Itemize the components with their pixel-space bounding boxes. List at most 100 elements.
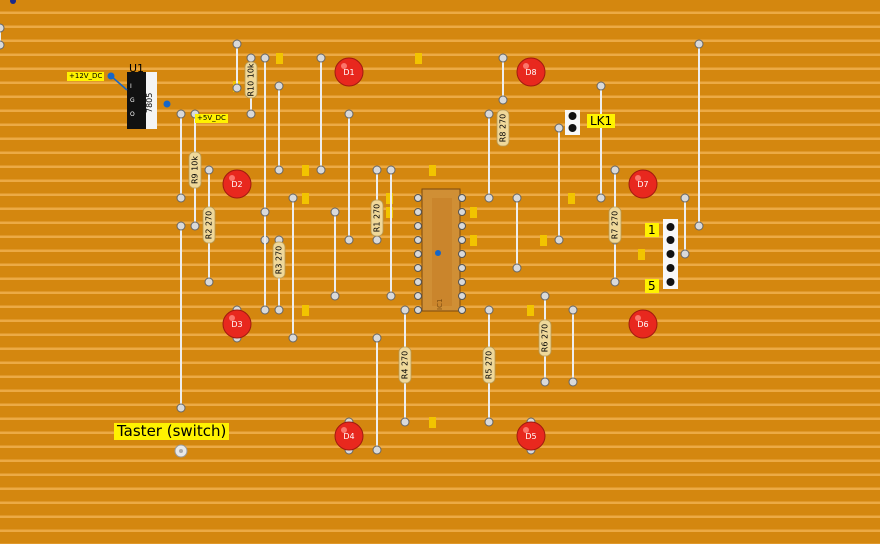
power-input-label: +12V_DC xyxy=(67,72,105,81)
push-switch[interactable] xyxy=(174,444,188,458)
ic-pin xyxy=(458,250,466,258)
solder-pad xyxy=(204,277,214,287)
regulator-ref-label: U1 xyxy=(129,62,145,75)
led-d2[interactable]: D2 xyxy=(222,169,252,199)
solder-pad xyxy=(260,305,270,315)
led-d5[interactable]: D5 xyxy=(516,421,546,451)
solder-pad xyxy=(554,123,564,133)
led-label: D3 xyxy=(231,320,242,329)
solder-pad xyxy=(512,193,522,203)
resistor-r8[interactable]: R8 270 xyxy=(496,109,510,147)
resistor-label: R4 270 xyxy=(401,351,410,379)
solder-pad xyxy=(344,235,354,245)
switch-label: Taster (switch) xyxy=(114,423,230,440)
link-ref-label: LK1 xyxy=(587,114,616,128)
led-label: D5 xyxy=(525,432,536,441)
voltage-regulator[interactable] xyxy=(107,72,171,129)
solder-pad xyxy=(190,221,200,231)
solder-pad xyxy=(484,193,494,203)
solder-pad xyxy=(568,305,578,315)
solder-pad xyxy=(540,291,550,301)
solder-pad xyxy=(372,165,382,175)
solder-pad xyxy=(246,109,256,119)
ic-pin xyxy=(458,208,466,216)
solder-pad xyxy=(484,109,494,119)
resistor-r4[interactable]: R4 270 xyxy=(398,346,412,384)
origin-marker xyxy=(10,0,16,4)
solder-pad xyxy=(330,291,340,301)
ic-socket[interactable] xyxy=(414,188,466,314)
solder-pad xyxy=(0,40,5,50)
solder-pad xyxy=(176,403,186,413)
resistor-r2[interactable]: R2 270 xyxy=(202,206,216,244)
resistor-label: R5 270 xyxy=(485,351,494,379)
led-d1[interactable]: D1 xyxy=(334,57,364,87)
solder-pad xyxy=(610,165,620,175)
solder-pad xyxy=(274,165,284,175)
led-d4[interactable]: D4 xyxy=(334,421,364,451)
solder-pad xyxy=(596,81,606,91)
resistor-r5[interactable]: R5 270 xyxy=(482,346,496,384)
led-d6[interactable]: D6 xyxy=(628,309,658,339)
resistor-r9[interactable]: R9 10k xyxy=(188,151,202,189)
solder-pad xyxy=(540,377,550,387)
solder-pad xyxy=(316,53,326,63)
regulator-pin-in: I xyxy=(130,83,132,90)
led-highlight xyxy=(341,427,347,433)
solder-pad xyxy=(694,39,704,49)
led-d8[interactable]: D8 xyxy=(516,57,546,87)
solder-pad xyxy=(554,235,564,245)
link-header[interactable] xyxy=(565,110,580,135)
led-d3[interactable]: D3 xyxy=(222,309,252,339)
power-output-label: +5V_DC xyxy=(195,114,228,123)
solder-pad xyxy=(372,333,382,343)
ic-pin xyxy=(458,236,466,244)
resistor-r6[interactable]: R6 270 xyxy=(538,319,552,357)
wire-links xyxy=(0,23,704,455)
header-pin-first-label: 1 xyxy=(645,223,659,237)
resistor-body xyxy=(370,199,384,237)
solder-pad xyxy=(176,193,186,203)
ic-pin xyxy=(458,194,466,202)
solder-pad xyxy=(176,221,186,231)
solder-pad xyxy=(498,53,508,63)
resistor-body xyxy=(608,206,622,244)
resistor-label: R2 270 xyxy=(205,211,214,239)
resistor-r10[interactable]: R10 10k xyxy=(244,61,258,99)
led-highlight xyxy=(229,175,235,181)
led-d7[interactable]: D7 xyxy=(628,169,658,199)
resistor-r3[interactable]: R3 270 xyxy=(272,241,286,279)
solder-pad xyxy=(400,417,410,427)
resistor-r7[interactable]: R7 270 xyxy=(608,206,622,244)
ic-pin xyxy=(414,194,422,202)
solder-pad xyxy=(288,193,298,203)
resistor-body xyxy=(188,151,202,189)
solder-pad xyxy=(596,193,606,203)
resistor-body xyxy=(496,109,510,147)
led-label: D8 xyxy=(525,68,536,77)
resistor-label: R3 270 xyxy=(275,246,284,274)
solder-pad xyxy=(498,95,508,105)
led-highlight xyxy=(635,315,641,321)
solder-pad xyxy=(568,377,578,387)
led-label: D2 xyxy=(231,180,242,189)
solder-pad xyxy=(330,207,340,217)
solder-pad xyxy=(0,23,5,33)
ic-pin xyxy=(414,236,422,244)
regulator-pin-out: O xyxy=(130,111,135,118)
resistors: R1 270 R2 270 R3 270 R4 270 R5 270 R6 270 R7 2… xyxy=(188,61,622,384)
led-label: D7 xyxy=(637,180,648,189)
solder-pad xyxy=(274,305,284,315)
ic-pin xyxy=(414,222,422,230)
led-label: D1 xyxy=(343,68,354,77)
solder-pad xyxy=(372,445,382,455)
solder-pad xyxy=(372,235,382,245)
solder-pad xyxy=(260,207,270,217)
pin-header[interactable] xyxy=(663,219,678,289)
resistor-body xyxy=(538,319,552,357)
resistor-r1[interactable]: R1 270 xyxy=(370,199,384,237)
solder-pad xyxy=(694,221,704,231)
led-highlight xyxy=(523,63,529,69)
